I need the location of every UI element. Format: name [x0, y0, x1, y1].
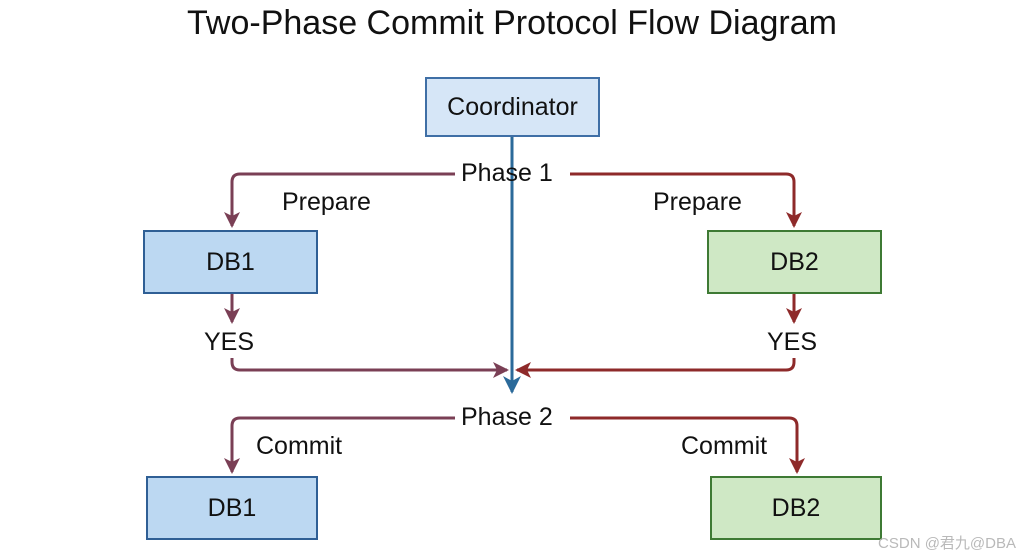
prepare-arrow-db1 [224, 172, 455, 228]
watermark: CSDN @君九@DBA [878, 535, 1016, 552]
commit-arrow-db1 [224, 416, 455, 474]
db2-node-phase1: DB2 [707, 230, 882, 294]
yes-return-arrow-db2 [515, 358, 796, 378]
commit-arrow-db2 [570, 416, 805, 474]
yes-return-arrow-db1 [230, 358, 509, 378]
commit-label-db2: Commit [681, 432, 768, 460]
coordinator-node: Coordinator [425, 77, 600, 137]
phase2-label: Phase 2 [461, 403, 553, 431]
prepare-arrow-db2 [570, 172, 802, 228]
yes-label-db1: YES [204, 328, 255, 356]
prepare-label-db2: Prepare [653, 188, 742, 216]
prepare-label-db1: Prepare [282, 188, 371, 216]
yes-label-db2: YES [767, 328, 818, 356]
commit-label-db1: Commit [256, 432, 343, 460]
diagram-title: Two-Phase Commit Protocol Flow Diagram [187, 4, 837, 42]
db2-node-phase2: DB2 [710, 476, 882, 540]
phase1-label: Phase 1 [461, 159, 553, 187]
db1-node-phase2: DB1 [146, 476, 318, 540]
db1-node-phase1: DB1 [143, 230, 318, 294]
